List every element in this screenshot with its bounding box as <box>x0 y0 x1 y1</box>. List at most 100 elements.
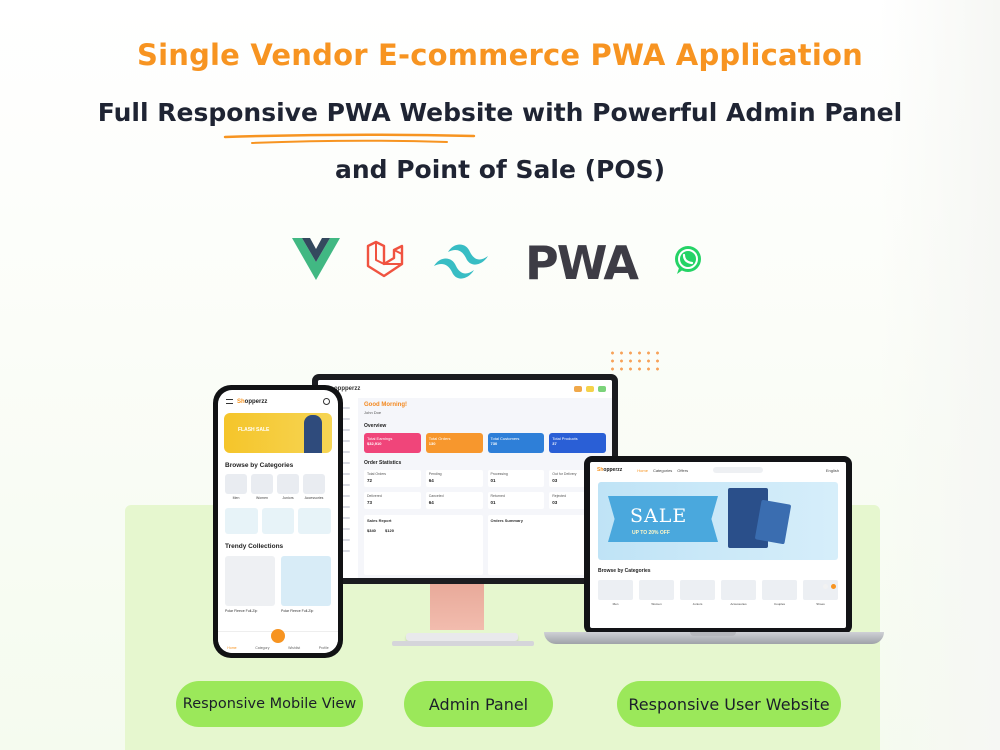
page-subtitle-line1: Full Responsive PWA Website with Powerfu… <box>97 98 903 127</box>
website-screen: Shopperzz Home Categories Offers English… <box>590 462 846 628</box>
website-header: Shopperzz Home Categories Offers English <box>590 462 846 478</box>
monitor-stand <box>430 582 484 630</box>
admin-overview-label: Overview <box>364 423 387 429</box>
hero-banner[interactable]: SALE UP TO 20% OFF <box>598 482 838 560</box>
nav-wishlist[interactable]: Wishlist <box>288 646 301 650</box>
admin-topbar: oppperzz <box>318 380 612 398</box>
laptop-notch <box>690 632 736 636</box>
website-browse-title: Browse by Categories <box>598 568 651 574</box>
category-item[interactable]: Accessories <box>721 580 756 606</box>
category-item[interactable]: Shoes <box>803 580 838 606</box>
fathers-day-card-image <box>754 499 792 545</box>
category-item[interactable]: Men <box>598 580 633 606</box>
carousel-arrows[interactable] <box>823 584 836 589</box>
vue-icon <box>292 238 340 280</box>
keyboard-base <box>392 641 534 646</box>
category-item[interactable]: Men <box>225 474 247 500</box>
website-nav-offers[interactable]: Offers <box>677 467 689 473</box>
admin-reports: Sales Report $340 $120 Orders Summary <box>364 515 606 575</box>
admin-logo: oppperzz <box>334 386 361 392</box>
trend-labels: Polar Fleece Full-Zip Polar Fleece Full-… <box>225 609 331 613</box>
language-select[interactable]: English <box>825 467 839 473</box>
banner-text: FLASH SALE <box>238 427 270 433</box>
trend-products <box>225 556 331 606</box>
banner-model-image <box>304 415 322 453</box>
mobile-screen: Shopperzz FLASH SALE Browse by Categorie… <box>218 390 338 653</box>
mobile-logo[interactable]: Shopperzz <box>237 398 268 405</box>
tailwind-icon <box>434 244 488 279</box>
website-search-input[interactable] <box>713 467 764 473</box>
promo-card[interactable] <box>298 508 332 534</box>
product-name: Polar Fleece Full-Zip <box>281 609 314 613</box>
mobile-header: Shopperzz <box>218 390 338 405</box>
promo-card[interactable] <box>261 508 295 534</box>
responsive-user-website-button[interactable]: Responsive User Website <box>617 681 841 727</box>
category-item[interactable]: Women <box>251 474 273 500</box>
admin-cart-icon[interactable] <box>598 386 606 392</box>
category-item[interactable]: Accessories <box>303 474 325 500</box>
nav-home[interactable]: Home <box>227 646 237 650</box>
website-nav-categories[interactable]: Categories <box>652 467 673 473</box>
responsive-mobile-view-button[interactable]: Responsive Mobile View <box>176 681 363 727</box>
mobile-browse-title: Browse by Categories <box>225 462 294 469</box>
admin-screen: oppperzz Good Morning! John Doe Overview… <box>318 380 612 578</box>
promo-card[interactable] <box>225 508 258 534</box>
mobile-phone: Shopperzz FLASH SALE Browse by Categorie… <box>213 385 343 658</box>
mobile-promos <box>225 508 332 534</box>
menu-icon[interactable] <box>226 399 233 404</box>
mobile-trendy-title: Trendy Collections <box>225 543 284 550</box>
website-categories: Men Women Juniors Accessories Couples Sh… <box>598 580 838 606</box>
admin-panel-button[interactable]: Admin Panel <box>404 681 553 727</box>
category-item[interactable]: Juniors <box>680 580 715 606</box>
admin-language-icon[interactable] <box>586 386 594 392</box>
nav-category[interactable]: Category <box>255 646 270 650</box>
admin-main: Good Morning! John Doe Overview Total Ea… <box>364 402 606 578</box>
pwa-logo: PWA <box>525 236 639 290</box>
dot-pattern-decoration <box>608 349 664 373</box>
admin-notification-icon[interactable] <box>574 386 582 392</box>
product-name: Polar Fleece Full-Zip <box>225 609 258 613</box>
product-card[interactable] <box>225 556 275 606</box>
admin-user-name: John Doe <box>364 410 382 415</box>
admin-monitor: oppperzz Good Morning! John Doe Overview… <box>312 374 618 584</box>
category-item[interactable]: Juniors <box>277 474 299 500</box>
flash-sale-banner[interactable]: FLASH SALE <box>224 413 332 453</box>
page-title: Single Vendor E-commerce PWA Application <box>137 38 863 72</box>
sales-report-panel: Sales Report $340 $120 <box>364 515 483 575</box>
laptop-base <box>544 632 884 644</box>
page-subtitle-line2: and Point of Sale (POS) <box>334 155 666 184</box>
laravel-icon <box>366 240 404 278</box>
hero-sale-text: SALE <box>630 505 688 527</box>
laptop: Shopperzz Home Categories Offers English… <box>584 456 852 634</box>
stat-card[interactable]: Total Earnings$32,910 <box>364 433 421 453</box>
website-logo[interactable]: Shopperzz <box>597 467 623 473</box>
search-icon[interactable] <box>323 398 330 405</box>
cart-fab-button[interactable] <box>271 629 285 643</box>
category-item[interactable]: Couples <box>762 580 797 606</box>
nav-profile[interactable]: Profile <box>318 646 329 650</box>
keyboard <box>406 633 518 641</box>
admin-order-stats-label: Order Statistics <box>364 460 402 466</box>
website-nav-home[interactable]: Home <box>637 467 648 473</box>
sale-ribbon <box>608 496 718 542</box>
category-item[interactable]: Women <box>639 580 674 606</box>
background-fade <box>880 0 1000 750</box>
product-card[interactable] <box>281 556 331 606</box>
mobile-categories: Men Women Juniors Accessories <box>225 474 331 500</box>
admin-greeting: Good Morning! <box>364 402 407 408</box>
whatsapp-icon <box>675 246 701 274</box>
underline-decoration <box>223 133 476 144</box>
hero-discount-text: UP TO 20% OFF <box>632 530 670 536</box>
